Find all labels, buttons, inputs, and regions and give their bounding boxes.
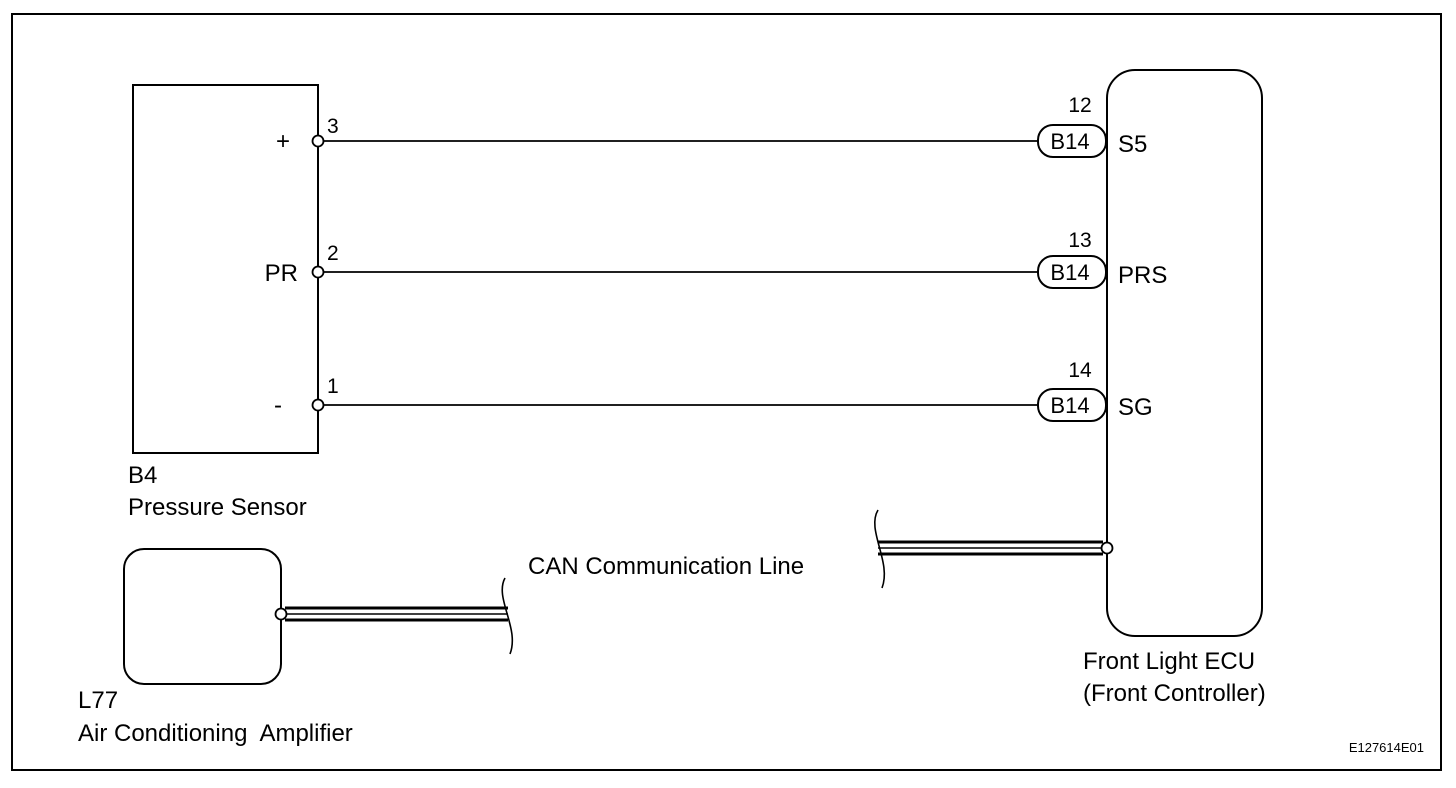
diagram-frame <box>11 13 1442 771</box>
sensor-terminal-label-pr: PR <box>265 260 298 287</box>
sensor-terminal-label-minus: - <box>274 392 282 419</box>
front-light-ecu-subtitle: (Front Controller) <box>1083 680 1266 707</box>
ecu-terminal-label-prs: PRS <box>1118 262 1167 289</box>
ecu-terminal-number-12: 12 <box>1068 94 1091 117</box>
sensor-terminal-number-2: 2 <box>327 242 339 265</box>
can-line-left <box>274 577 514 655</box>
pressure-sensor: B4 Pressure Sensor + 3 PR 2 - 1 <box>128 84 339 521</box>
pressure-sensor-name: Pressure Sensor <box>128 494 307 521</box>
ac-amplifier: L77 Air Conditioning Amplifier <box>78 548 353 747</box>
ac-amplifier-code: L77 <box>78 687 118 714</box>
pressure-sensor-code: B4 <box>128 462 157 489</box>
sensor-terminal-pin-2 <box>311 265 325 279</box>
ecu-terminal-label-sg: SG <box>1118 394 1153 421</box>
ecu-terminal-label-s5: S5 <box>1118 131 1147 158</box>
ecu-connector-code-sg: B14 <box>1050 393 1089 418</box>
sensor-terminal-pin-3 <box>311 134 325 148</box>
can-line-break-left <box>501 577 514 655</box>
sensor-terminal-label-plus: + <box>276 128 290 155</box>
ecu-connector-b14-prs <box>1037 255 1107 289</box>
sensor-terminal-pin-1 <box>311 398 325 412</box>
front-light-ecu-name: Front Light ECU <box>1083 648 1255 675</box>
ecu-terminal-number-13: 13 <box>1068 229 1091 252</box>
ecu-terminal-number-14: 14 <box>1068 359 1092 382</box>
ac-amplifier-name: Air Conditioning Amplifier <box>78 720 353 747</box>
ecu-connector-b14-s5 <box>1037 124 1107 158</box>
front-light-ecu-box <box>1106 69 1263 637</box>
ac-amplifier-box <box>123 548 282 685</box>
document-code: E127614E01 <box>1349 740 1424 755</box>
sensor-terminal-number-3: 3 <box>327 115 339 138</box>
ecu-connector-code-prs: B14 <box>1050 260 1089 285</box>
ecu-connector-code-s5: B14 <box>1050 129 1089 154</box>
ecu-can-pin <box>1100 541 1114 555</box>
sensor-terminal-number-1: 1 <box>327 375 339 398</box>
can-line-label: CAN Communication Line <box>528 553 804 580</box>
can-line-right <box>873 509 1114 589</box>
ecu-connector-b14-sg <box>1037 388 1107 422</box>
front-light-ecu: 12 B14 S5 13 B14 PRS 14 B14 SG Front Lig… <box>1037 69 1266 707</box>
ac-amplifier-can-pin <box>274 607 288 621</box>
can-line-break-right <box>873 509 886 589</box>
